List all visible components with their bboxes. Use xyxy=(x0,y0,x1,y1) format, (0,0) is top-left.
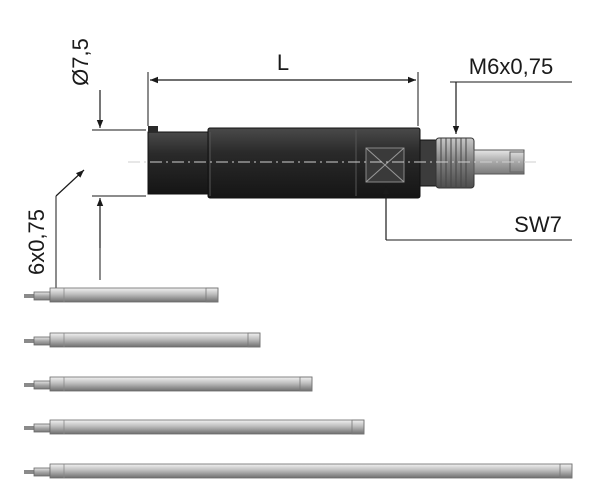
right-thread-label: M6x0,75 xyxy=(469,54,553,79)
thread-m6 xyxy=(435,137,475,189)
extension-rod-3 xyxy=(24,376,313,392)
leader-left-thread: 6x0,75 xyxy=(24,169,85,298)
dimension-length: L xyxy=(147,50,419,126)
wrench-size-label: SW7 xyxy=(514,212,562,237)
diameter-label: Ø7,5 xyxy=(68,38,93,86)
probe-collar xyxy=(147,131,211,195)
extension-rod-4 xyxy=(24,419,365,435)
length-label: L xyxy=(277,50,289,75)
extension-rod-2 xyxy=(24,332,261,348)
dimension-diameter: Ø7,5 xyxy=(68,38,146,280)
leader-right-thread: M6x0,75 xyxy=(450,54,572,134)
extension-rod-1 xyxy=(24,287,219,303)
left-thread-label: 6x0,75 xyxy=(24,209,49,275)
leader-wrench-size: SW7 xyxy=(382,186,572,241)
probe-assembly xyxy=(128,126,540,199)
extension-rod-5 xyxy=(24,463,573,479)
extension-rods xyxy=(24,287,573,479)
wrench-flat xyxy=(365,147,405,183)
